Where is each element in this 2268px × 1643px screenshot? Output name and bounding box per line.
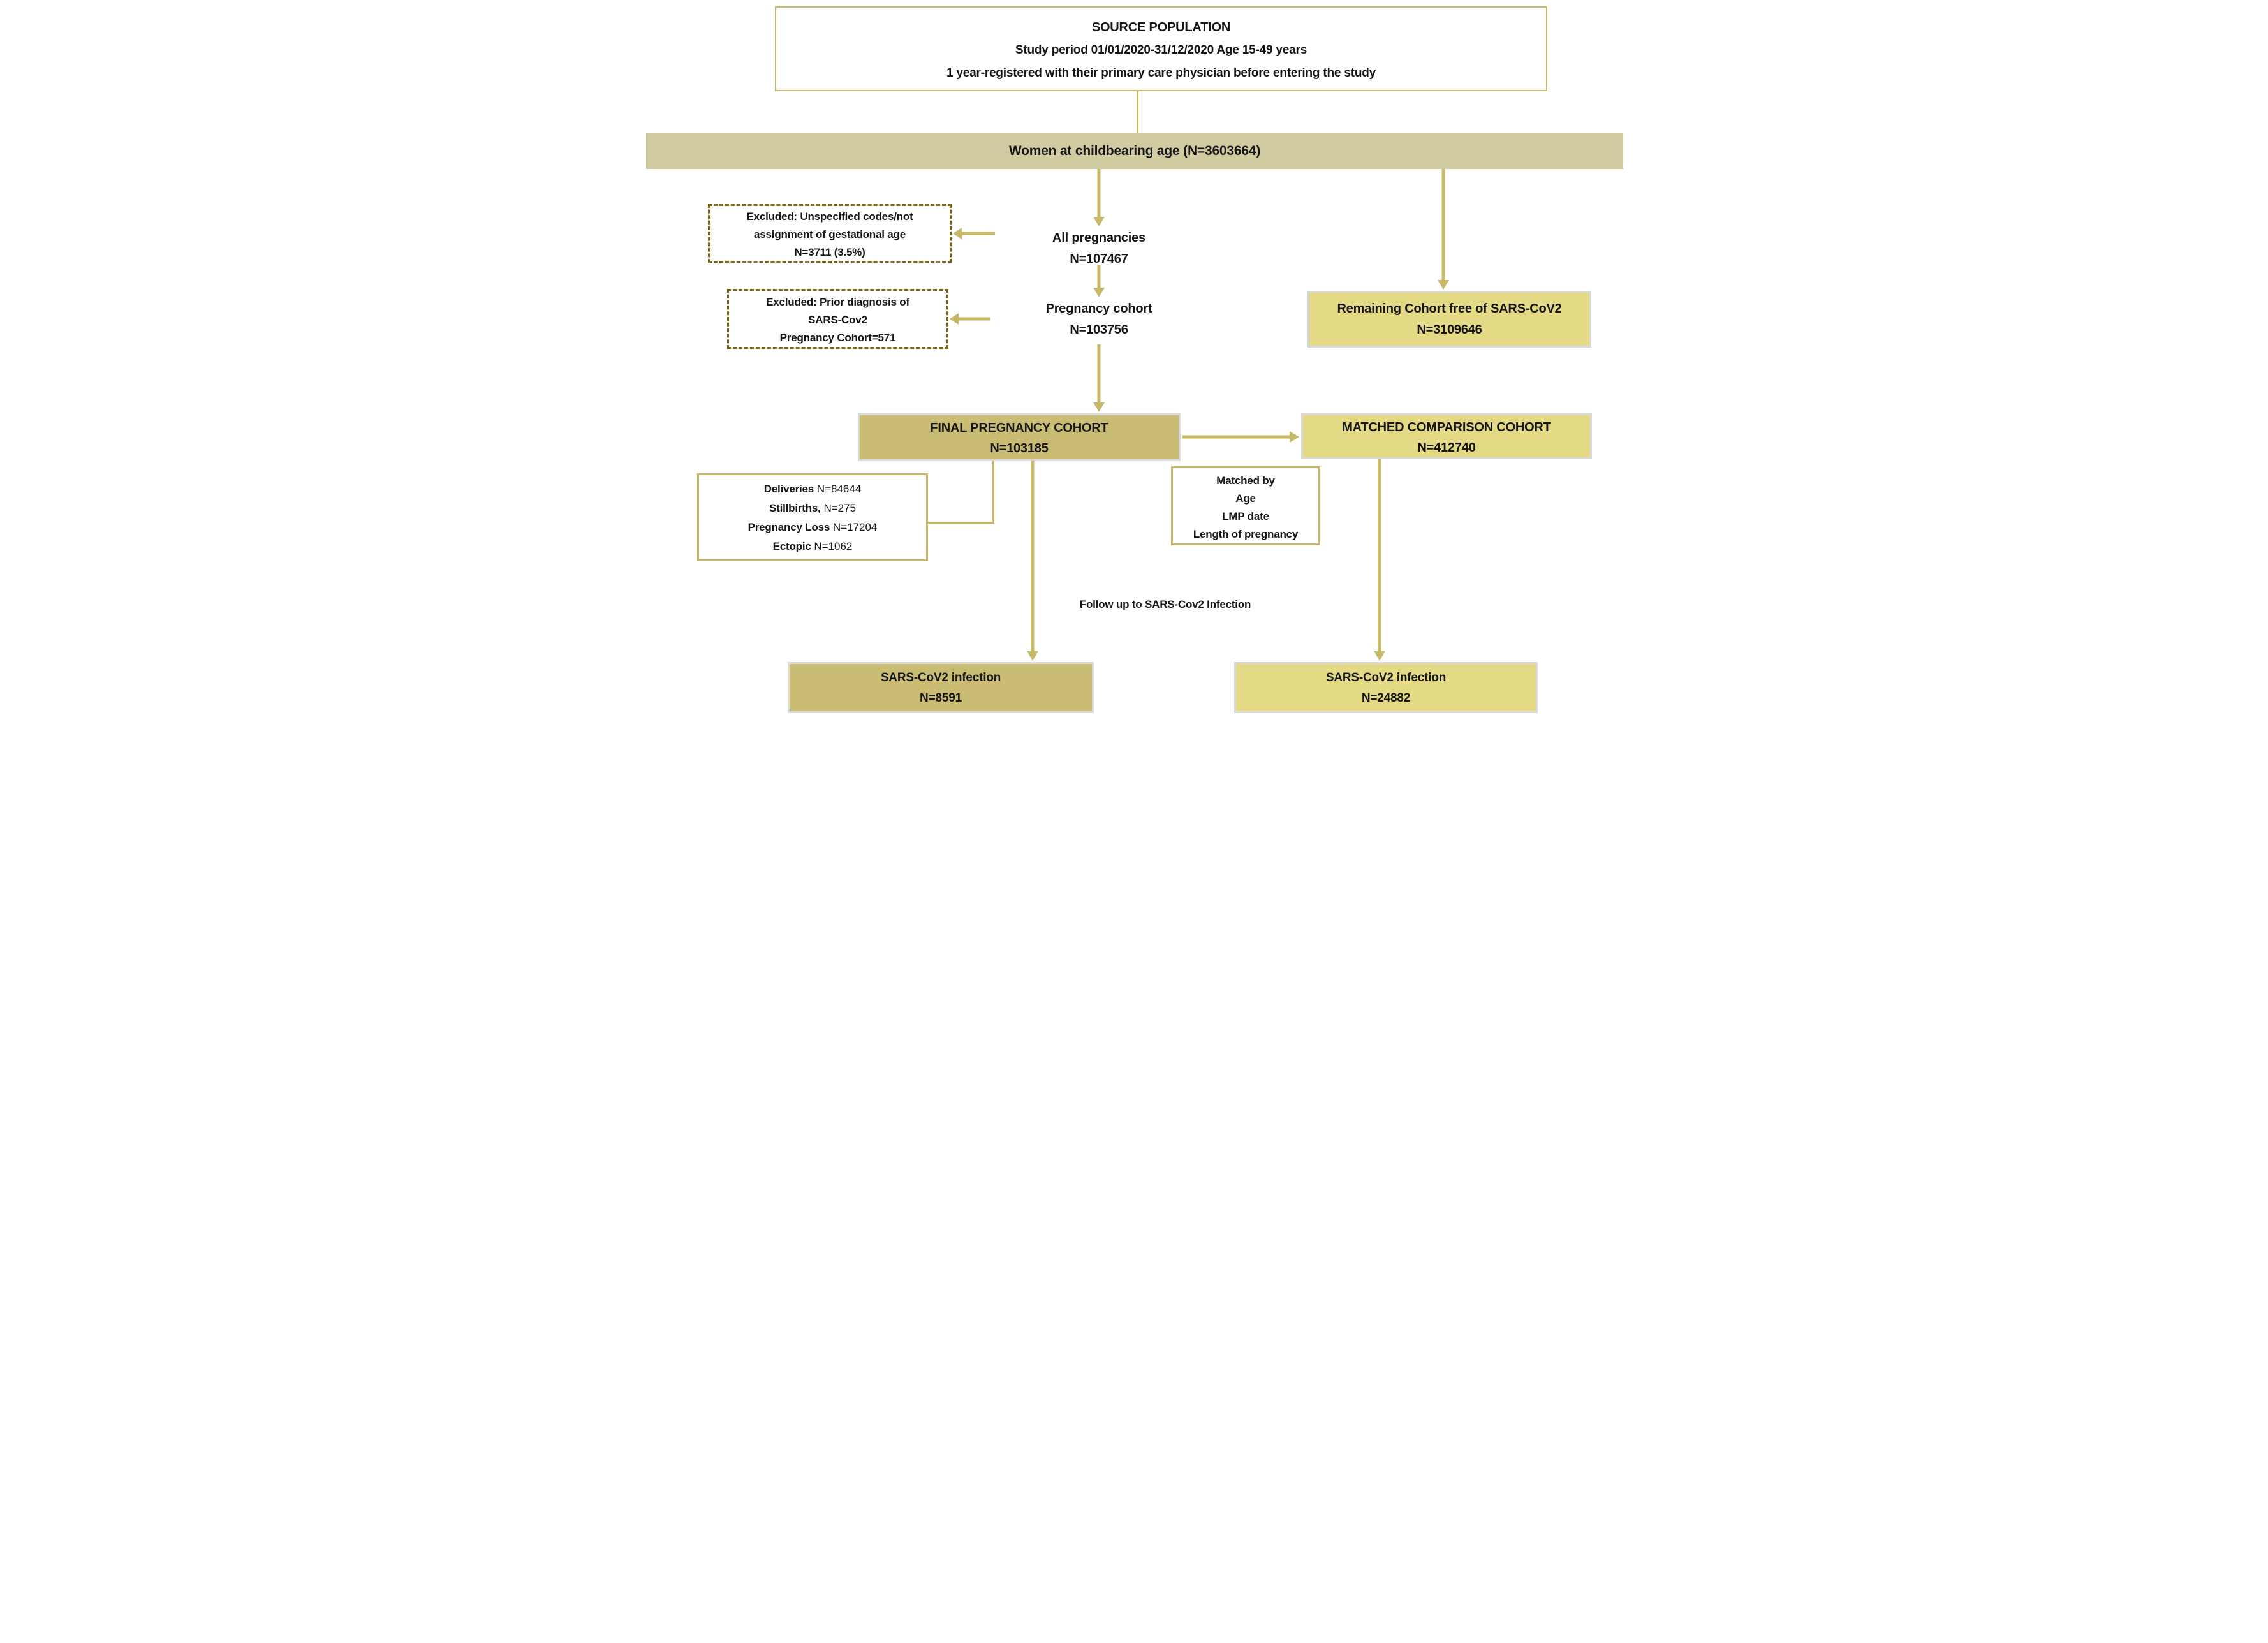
final-pregnancy-cohort-box: FINAL PREGNANCY COHORT N=103185 [858,413,1181,461]
source-population-period: Study period 01/01/2020-31/12/2020 Age 1… [1015,43,1307,57]
pregnancy-cohort-label: Pregnancy cohort [1045,302,1152,316]
excluded-prior-line1: Excluded: Prior diagnosis of [766,296,909,308]
sars-infection-comparison-n: N=24882 [1361,691,1411,705]
all-pregnancies-node: All pregnancies N=107467 [1022,228,1175,270]
source-population-box: SOURCE POPULATION Study period 01/01/202… [775,6,1547,91]
matched-by-item-age: Age [1235,492,1256,505]
excluded-unspecified-box: Excluded: Unspecified codes/not assignme… [708,204,952,263]
arrow-banner-to-all-pregnancies [1093,169,1105,226]
excluded-prior-line2: SARS-Cov2 [808,314,867,326]
excluded-unspecified-line1: Excluded: Unspecified codes/not [746,210,913,223]
final-pregnancy-cohort-label: FINAL PREGNANCY COHORT [930,421,1108,435]
matched-by-box: Matched by Age LMP date Length of pregna… [1171,466,1320,545]
excluded-prior-sars-box: Excluded: Prior diagnosis of SARS-Cov2 P… [727,289,948,349]
outcome-pregnancy-loss-value: N=17204 [832,521,878,533]
outcome-stillbirths: Stillbirths, N=275 [699,499,926,518]
sars-infection-pregnancy-n: N=8591 [920,691,962,705]
arrow-all-pregnancies-to-pregnancy-cohort [1093,265,1105,297]
connector-source-to-banner [1137,91,1138,133]
matched-comparison-cohort-box: MATCHED COMPARISON COHORT N=412740 [1301,413,1592,459]
remaining-cohort-n: N=3109646 [1417,323,1482,337]
outcome-deliveries: Deliveries N=84644 [699,480,926,499]
outcome-ectopic: Ectopic N=1062 [699,537,926,556]
excluded-unspecified-line2: assignment of gestational age [754,228,906,240]
all-pregnancies-n: N=107467 [1070,252,1128,266]
outcome-deliveries-value: N=84644 [816,483,862,495]
outcome-stillbirths-value: N=275 [823,502,857,514]
all-pregnancies-label: All pregnancies [1052,231,1145,245]
arrow-final-to-matched [1182,431,1299,443]
follow-up-label: Follow up to SARS-Cov2 Infection [1038,598,1293,611]
banner: Women at childbearing age (N=3603664) [646,133,1623,169]
arrow-to-excluded-prior-sars [950,313,990,325]
sars-infection-comparison-box: SARS-CoV2 infection N=24882 [1234,662,1538,713]
outcome-pregnancy-loss-label: Pregnancy Loss [747,521,830,533]
matched-by-item-length: Length of pregnancy [1193,528,1299,540]
connector-final-to-outcomes-horizontal [928,522,994,524]
sars-infection-pregnancy-box: SARS-CoV2 infection N=8591 [788,662,1094,713]
outcome-deliveries-label: Deliveries [763,483,814,495]
final-pregnancy-cohort-n: N=103185 [990,441,1049,455]
pregnancy-cohort-n: N=103756 [1070,323,1128,337]
source-population-title: SOURCE POPULATION [1091,20,1231,34]
sars-infection-comparison-label: SARS-CoV2 infection [1325,671,1447,684]
matched-comparison-cohort-n: N=412740 [1417,441,1476,455]
follow-up-text: Follow up to SARS-Cov2 Infection [1079,598,1251,610]
connector-final-to-outcomes-vertical [992,461,994,523]
cohort-flow-diagram: SOURCE POPULATION Study period 01/01/202… [641,0,1627,714]
excluded-unspecified-line3: N=3711 (3.5%) [794,246,865,258]
remaining-cohort-box: Remaining Cohort free of SARS-CoV2 N=310… [1307,291,1591,348]
excluded-prior-line3: Pregnancy Cohort=571 [779,332,896,344]
arrow-to-excluded-unspecified [953,228,995,239]
matched-by-item-lmp: LMP date [1222,510,1269,522]
pregnancy-cohort-node: Pregnancy cohort N=103756 [1022,298,1175,341]
outcome-stillbirths-label: Stillbirths, [769,502,821,514]
remaining-cohort-label: Remaining Cohort free of SARS-CoV2 [1337,302,1562,316]
outcome-ectopic-label: Ectopic [772,540,811,552]
arrow-banner-to-remaining-cohort [1438,169,1449,290]
outcome-pregnancy-loss: Pregnancy Loss N=17204 [699,518,926,537]
matched-comparison-cohort-label: MATCHED COMPARISON COHORT [1342,420,1551,434]
arrow-final-to-sars-infection [1027,461,1038,661]
pregnancy-outcomes-box: Deliveries N=84644 Stillbirths, N=275 Pr… [697,473,928,561]
sars-infection-pregnancy-label: SARS-CoV2 infection [880,671,1001,684]
arrow-matched-to-sars-infection [1374,459,1385,661]
matched-by-title: Matched by [1216,475,1275,487]
arrow-pregnancy-cohort-to-final [1093,344,1105,412]
banner-label: Women at childbearing age (N=3603664) [1008,144,1261,158]
outcome-ectopic-value: N=1062 [814,540,853,552]
source-population-criteria: 1 year-registered with their primary car… [946,66,1376,80]
